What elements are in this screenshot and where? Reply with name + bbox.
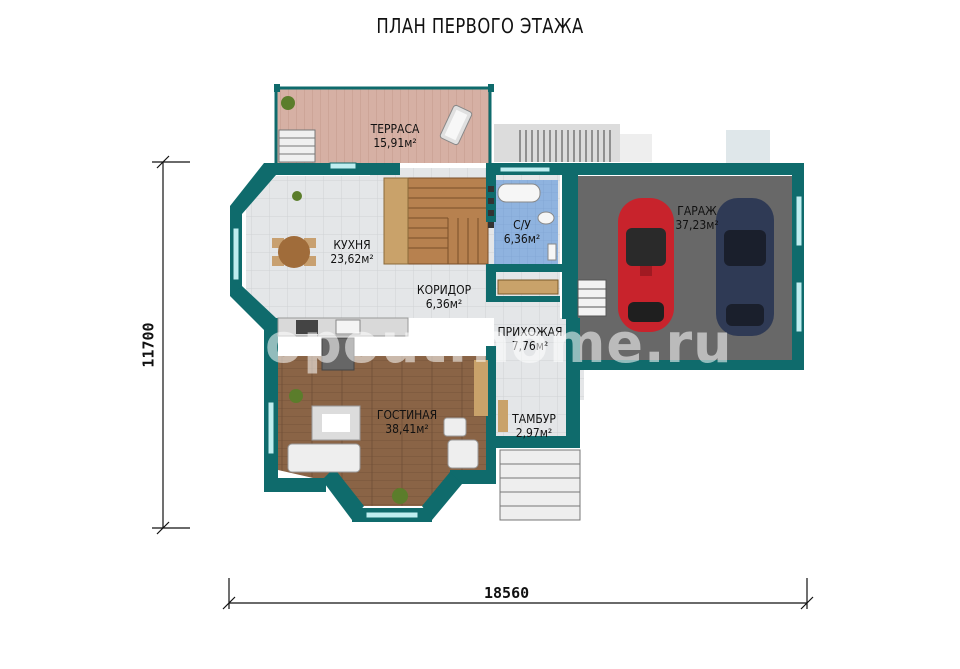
room-area: 6,36м² <box>425 297 463 311</box>
staircase <box>383 177 489 265</box>
plant-icon <box>292 191 302 201</box>
room-name: ТАМБУР <box>512 412 556 426</box>
room-name: КОРИДОР <box>416 283 472 297</box>
room-label-vestibule: ТАМБУР 2,97м² <box>512 412 556 440</box>
room-name: ГОСТИНАЯ <box>376 408 438 422</box>
room-area: 38,41м² <box>385 422 429 436</box>
room-name: ТЕРРАСА <box>370 122 420 136</box>
room-label-living: ГОСТИНАЯ 38,41м² <box>377 408 437 436</box>
plan-title: ПЛАН ПЕРВОГО ЭТАЖА <box>376 14 584 38</box>
hall-steps <box>577 279 607 317</box>
garage-side-door-area <box>726 130 770 164</box>
navy-car-icon <box>716 198 774 336</box>
red-car-icon <box>618 198 674 332</box>
room-label-hall: ПРИХОЖАЯ 7,76м² <box>497 325 562 353</box>
kitchen-table <box>272 236 316 268</box>
room-label-corridor: КОРИДОР 6,36м² <box>417 283 471 311</box>
room-area: 6,36м² <box>503 232 541 246</box>
terrace-steps <box>278 129 316 163</box>
height-dimension-label: 11700 <box>139 322 158 368</box>
room-name: С/У <box>513 218 531 232</box>
room-name: ГАРАЖ <box>677 204 717 218</box>
windows <box>232 162 803 519</box>
room-label-bathroom: С/У 6,36м² <box>504 218 541 246</box>
room-label-garage: ГАРАЖ 37,23м² <box>675 204 718 232</box>
plant-icon <box>281 96 295 110</box>
room-area: 23,62м² <box>330 252 374 266</box>
room-area: 2,97м² <box>515 426 553 440</box>
bathroom-fixtures <box>488 183 557 261</box>
room-label-terrace: ТЕРРАСА 15,91м² <box>371 122 420 150</box>
room-label-kitchen: КУХНЯ 23,62м² <box>330 238 373 266</box>
width-dimension-line <box>222 578 814 610</box>
watermark: opoutfhome.ru <box>265 312 733 375</box>
entry-steps <box>499 449 581 521</box>
height-dimension-line <box>152 155 190 535</box>
garage-stairs <box>494 124 652 162</box>
room-area: 37,23м² <box>675 218 719 232</box>
width-dimension-label: 18560 <box>484 584 530 602</box>
room-name: ПРИХОЖАЯ <box>497 325 563 339</box>
room-area: 15,91м² <box>373 136 417 150</box>
sofa-icon <box>439 104 473 146</box>
living-room-furniture <box>287 337 488 504</box>
room-area: 7,76м² <box>511 339 549 353</box>
terrace <box>274 84 494 163</box>
room-name: КУХНЯ <box>333 238 371 252</box>
kitchen-counter <box>277 317 409 337</box>
vestibule-shelf <box>498 400 508 432</box>
corridor-wardrobe <box>497 279 559 295</box>
